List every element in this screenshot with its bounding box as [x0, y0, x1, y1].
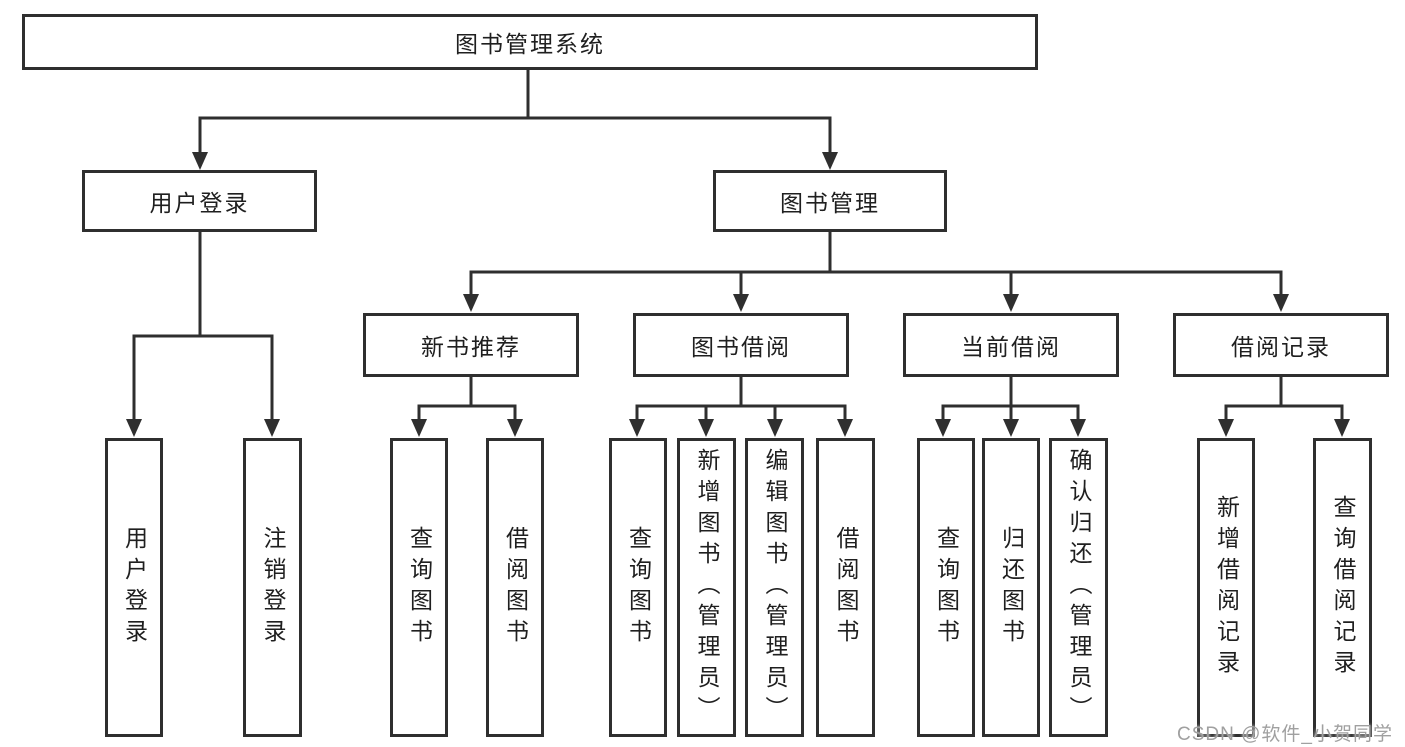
leaf-label: 借阅图书 — [502, 525, 529, 650]
arrowheads-user-login-leaves — [126, 419, 280, 437]
arrowheads-level3 — [463, 294, 1289, 312]
node-borrow-records: 借阅记录 — [1173, 313, 1389, 377]
arrowheads-current-borrow — [935, 419, 1086, 437]
node-cb-query-book: 查询图书 — [917, 438, 975, 737]
node-bb-add-book-admin: 新增图书（管理员） — [677, 438, 736, 737]
csdn-watermark: CSDN @软件_小贺同学 — [1177, 724, 1393, 745]
leaf-label: 查询借阅记录 — [1330, 494, 1356, 681]
node-book-management: 图书管理 — [713, 170, 947, 232]
leaf-label: 查询图书 — [933, 525, 960, 650]
leaf-label: 新增图书（管理员） — [694, 448, 720, 727]
node-br-add-record: 新增借阅记录 — [1197, 438, 1255, 737]
node-bb-edit-book-admin: 编辑图书（管理员） — [745, 438, 804, 737]
node-book-borrow: 图书借阅 — [633, 313, 849, 377]
node-root: 图书管理系统 — [22, 14, 1038, 70]
node-nbr-query-book: 查询图书 — [390, 438, 448, 737]
arrowheads-book-borrow — [629, 419, 853, 437]
arrowheads-borrow-records — [1218, 419, 1350, 437]
node-new-book-recommend: 新书推荐 — [363, 313, 579, 377]
node-bb-borrow-book: 借阅图书 — [816, 438, 875, 737]
leaf-label: 借阅图书 — [833, 525, 859, 650]
connector-book-management-to-level3 — [469, 232, 1283, 295]
node-leaf-user-login: 用户登录 — [105, 438, 163, 737]
connector-user-login-to-leaves — [132, 232, 274, 420]
arrowheads-new-book-recommend — [411, 419, 523, 437]
leaf-label: 确认归还（管理员） — [1066, 448, 1092, 727]
node-nbr-borrow-book: 借阅图书 — [486, 438, 544, 737]
connector-borrow-records-children — [1224, 377, 1344, 420]
arrowheads-level2 — [192, 152, 838, 170]
leaf-label: 新增借阅记录 — [1213, 494, 1240, 681]
node-cb-confirm-return-admin: 确认归还（管理员） — [1049, 438, 1108, 737]
node-user-login: 用户登录 — [82, 170, 317, 232]
leaf-label: 注销登录 — [260, 525, 286, 650]
connector-current-borrow-children — [941, 377, 1080, 420]
connector-book-borrow-children — [635, 377, 847, 420]
leaf-label: 用户登录 — [121, 525, 148, 650]
node-br-query-record: 查询借阅记录 — [1313, 438, 1372, 737]
connector-root-to-level2 — [198, 70, 832, 153]
node-current-borrow: 当前借阅 — [903, 313, 1119, 377]
connector-new-book-recommend-children — [417, 377, 517, 420]
node-bb-query-book: 查询图书 — [609, 438, 667, 737]
node-cb-return-book: 归还图书 — [982, 438, 1040, 737]
leaf-label: 归还图书 — [998, 525, 1025, 650]
leaf-label: 查询图书 — [625, 525, 652, 650]
leaf-label: 查询图书 — [406, 525, 433, 650]
node-leaf-logout: 注销登录 — [243, 438, 302, 737]
leaf-label: 编辑图书（管理员） — [762, 448, 788, 727]
